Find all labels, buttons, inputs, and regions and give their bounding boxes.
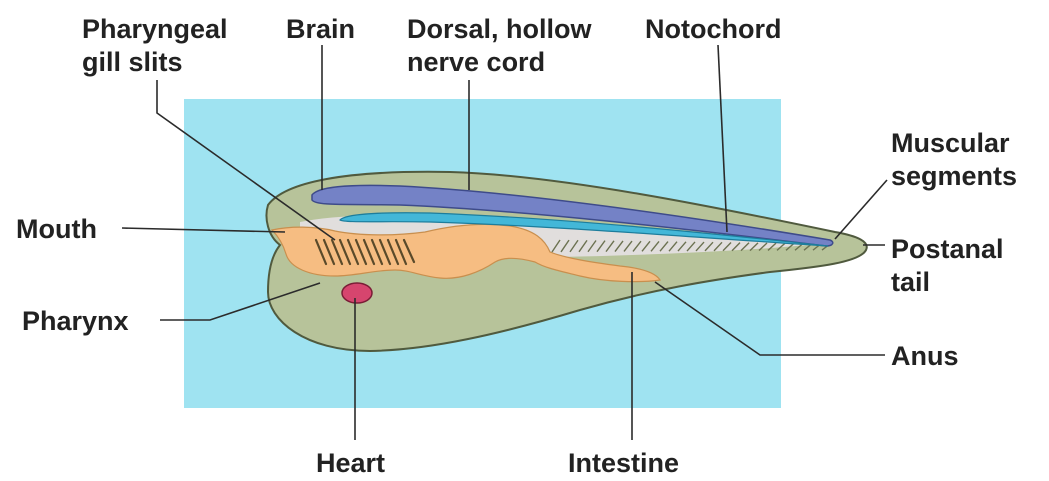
label-dorsal-nerve-cord: Dorsal, hollow nerve cord	[407, 14, 599, 77]
label-muscular-segments: Muscular segments	[891, 128, 1017, 191]
heart	[342, 283, 372, 303]
label-brain: Brain	[286, 14, 355, 44]
label-postanal-tail: Postanal tail	[891, 234, 1011, 297]
label-pharynx: Pharynx	[22, 306, 129, 336]
label-mouth: Mouth	[16, 214, 97, 244]
leader-muscular-segments	[835, 180, 887, 239]
label-heart: Heart	[316, 448, 385, 478]
label-intestine: Intestine	[568, 448, 679, 478]
label-anus: Anus	[891, 341, 959, 371]
label-pharyngeal-gill-slits: Pharyngeal gill slits	[82, 14, 235, 77]
label-notochord: Notochord	[645, 14, 781, 44]
